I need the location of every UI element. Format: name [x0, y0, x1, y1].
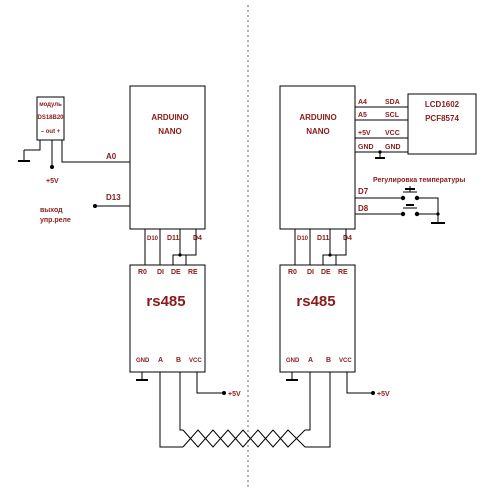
pin-right-d4: D4: [343, 235, 352, 242]
arduino-right-title: ARDUINO: [299, 113, 336, 122]
arduino-left-title: ARDUINO: [151, 113, 188, 122]
lcd-gnd: GND: [385, 144, 401, 151]
twisted-pair-wire-b: [182, 429, 306, 448]
pin-right-5v: +5V: [358, 130, 371, 137]
rs485-left-re: RE: [188, 269, 198, 276]
pin-a0: A0: [106, 152, 117, 161]
rs485-right-power-label: +5V: [377, 391, 390, 398]
sensor-out-wire: [61, 140, 130, 163]
button-minus: [400, 204, 420, 217]
pin-right-d11: D11: [317, 235, 330, 242]
sensor-title: модуль: [39, 102, 62, 108]
arduino-right-subtitle: NANO: [306, 127, 330, 136]
rs485-left-a: A: [158, 357, 163, 364]
lcd-sda: SDA: [385, 99, 400, 106]
pin-d7: D7: [358, 187, 369, 196]
button-plus: [400, 186, 420, 201]
rs485-left: R0 DI DE RE rs485 GND A B VCC: [129, 264, 206, 373]
pin-a4: A4: [358, 99, 367, 106]
rs485-left-de: DE: [171, 269, 181, 276]
rs485-right-vcc: VCC: [339, 358, 352, 364]
rs485-right-b: B: [326, 357, 331, 364]
pin-right-gnd: GND: [358, 144, 374, 151]
rs485-left-b: B: [176, 357, 181, 364]
lcd-title: LCD1602: [425, 100, 460, 109]
pin-right-d10: D10: [297, 236, 309, 242]
sensor-part: DS18B20: [37, 115, 64, 121]
relay-label-line1: выход: [40, 207, 63, 214]
rs485-right-gnd: GND: [286, 358, 300, 364]
rs485-left-ro: R0: [138, 269, 147, 276]
arduino-nano-right: ARDUINO NANO D10 D11 D4: [279, 85, 356, 242]
twisted-pair-wire-a: [182, 429, 306, 448]
rs485-left-di: DI: [157, 269, 164, 276]
pin-d13: D13: [106, 193, 121, 202]
temp-adjust-label: Регулировка температуры: [373, 177, 465, 184]
relay-label-line2: упр.реле: [40, 217, 71, 224]
arduino-left-subtitle: NANO: [158, 127, 182, 136]
rs485-left-gnd: GND: [136, 358, 150, 364]
rs485-right-a: A: [308, 357, 313, 364]
lcd-vcc: VCC: [385, 130, 400, 137]
sensor-pins: – out +: [41, 129, 61, 135]
rs485-left-title: rs485: [146, 293, 185, 310]
rs485-right-title: rs485: [296, 293, 335, 310]
rs485-right-di: DI: [307, 269, 314, 276]
pin-left-d11: D11: [167, 235, 180, 242]
pin-left-d4: D4: [193, 235, 202, 242]
pin-left-d10: D10: [147, 236, 159, 242]
rs485-left-power-label: +5V: [228, 391, 241, 398]
sensor-power-label: +5V: [46, 178, 59, 185]
rs485-right: R0 DI DE RE rs485 GND A B VCC: [279, 264, 356, 373]
lcd-scl: SCL: [385, 112, 400, 119]
sensor-gnd-wire: [24, 140, 41, 151]
arduino-nano-left: ARDUINO NANO A0 D13 D10 D11 D4: [106, 85, 206, 242]
rs485-left-vcc: VCC: [189, 358, 202, 364]
ds18b20-module: модуль DS18B20 – out +: [36, 96, 65, 141]
pin-d8: D8: [358, 204, 369, 213]
lcd1602-module: LCD1602 PCF8574: [407, 93, 477, 155]
lcd-subtitle: PCF8574: [425, 114, 459, 123]
pin-a5: A5: [358, 112, 367, 119]
rs485-right-de: DE: [321, 269, 331, 276]
rs485-right-ro: R0: [288, 269, 297, 276]
rs485-right-re: RE: [338, 269, 348, 276]
